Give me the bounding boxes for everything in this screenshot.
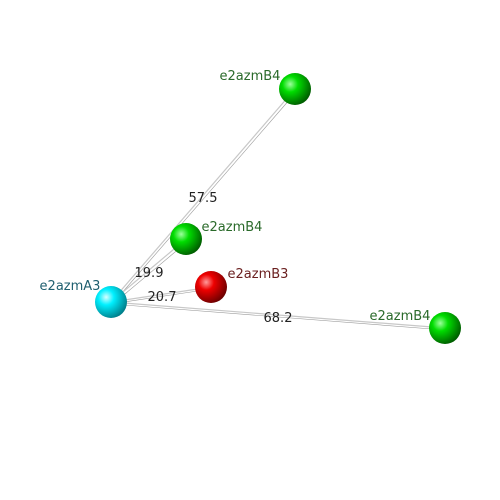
node-e2azmA3: e2azmA3 — [40, 279, 127, 318]
node-label: e2azmB3 — [228, 267, 289, 282]
edge-line — [110, 301, 446, 329]
distance-label: 57.5 — [189, 191, 218, 206]
edge-a3-b4-top: 57.5 — [110, 88, 298, 303]
node-label: e2azmA3 — [40, 279, 101, 294]
node-sphere — [170, 223, 202, 255]
node-label: e2azmB4 — [370, 309, 431, 324]
node-e2azmB3: e2azmB3 — [195, 267, 288, 303]
node-sphere — [95, 286, 127, 318]
edge-line — [110, 238, 187, 303]
node-e2azmB4-mid: e2azmB4 — [170, 220, 262, 255]
edge-a3-b4-mid: 19.9 — [110, 238, 188, 305]
node-e2azmB4-top: e2azmB4 — [220, 69, 311, 105]
edge-line-inner — [110, 288, 212, 305]
edge-line — [110, 88, 296, 303]
edge-a3-b4-right: 68.2 — [110, 301, 446, 331]
node-sphere — [429, 312, 461, 344]
node-sphere — [195, 271, 227, 303]
edge-line-inner — [112, 241, 188, 305]
edge-line-inner — [110, 303, 446, 331]
edge-a3-b3: 20.7 — [110, 286, 212, 305]
node-e2azmB4-right: e2azmB4 — [370, 309, 461, 344]
node-label: e2azmB4 — [202, 220, 263, 235]
distance-label: 19.9 — [135, 266, 164, 281]
edge-line-inner — [113, 90, 298, 303]
distance-label: 68.2 — [264, 311, 293, 326]
node-label: e2azmB4 — [220, 69, 281, 84]
distance-label: 20.7 — [148, 290, 177, 305]
edge-line — [110, 286, 212, 303]
node-sphere — [279, 73, 311, 105]
